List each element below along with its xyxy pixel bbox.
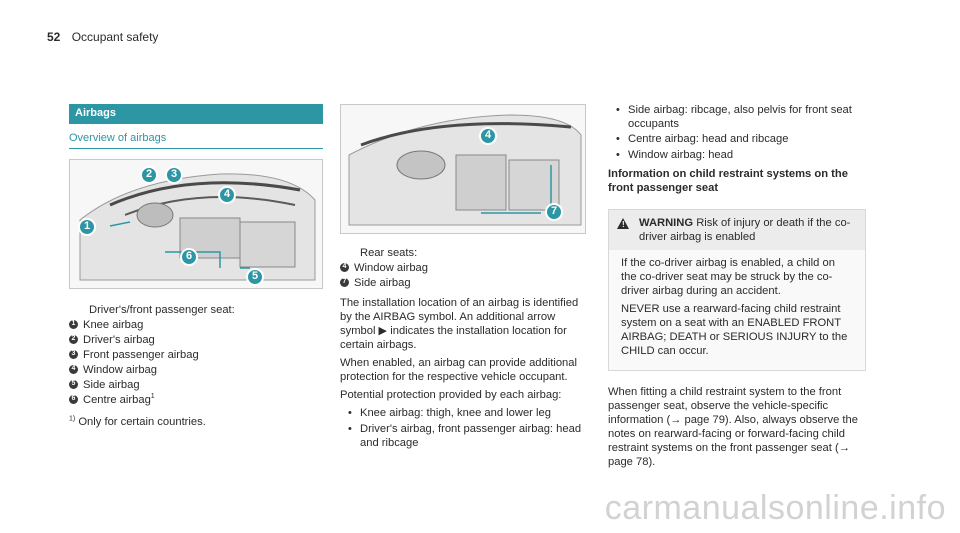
- item-label: Knee airbag: [83, 318, 144, 331]
- left-column: Airbags Overview of airbags 1 2 3 4 5 6 …: [69, 104, 325, 429]
- item-number: 2: [69, 334, 78, 344]
- page-number: 52: [47, 30, 61, 44]
- bullet-text: Driver's airbag, front passenger airbag:…: [360, 422, 582, 449]
- page-header: 52 Occupant safety: [47, 30, 158, 45]
- right-column: Side airbag: ribcage, also pelvis for fr…: [608, 102, 866, 473]
- callout-4: 4: [218, 185, 236, 204]
- callout-6: 6: [180, 247, 198, 266]
- front-intro: Driver's/front passenger seat:: [89, 303, 235, 316]
- list-item: 2 Driver's airbag: [69, 333, 325, 347]
- item-label: Driver's airbag: [83, 333, 155, 346]
- car-interior-illustration: [79, 172, 316, 280]
- rear-intro: Rear seats:: [360, 247, 418, 259]
- callout-2: 2: [140, 165, 158, 184]
- list-item: 7 Side airbag: [340, 276, 586, 290]
- item-label: Front passenger airbag: [83, 348, 199, 361]
- warning-paragraph: NEVER use a rearward-facing child restra…: [621, 302, 848, 357]
- item-number: 7: [340, 278, 349, 287]
- callout-5: 5: [246, 267, 264, 286]
- item-number: 5: [69, 379, 78, 389]
- bullet-item: Window airbag: head: [616, 148, 866, 163]
- bullet-item: Driver's airbag, front passenger airbag:…: [348, 422, 586, 450]
- footnote-ref: 1: [150, 392, 155, 400]
- footnote-text: Only for certain countries.: [78, 415, 206, 428]
- paragraph: When fitting a child restraint system to…: [608, 385, 858, 468]
- section-heading: Information on child restraint systems o…: [608, 167, 848, 194]
- item-number: 6: [69, 394, 78, 404]
- subheading: Overview of airbags: [69, 132, 323, 149]
- paragraph: Potential protection provided by each ai…: [340, 389, 562, 401]
- list-item: 4 Window airbag: [340, 261, 586, 275]
- rear-airbag-figure: 4 7: [340, 104, 586, 234]
- callout-7: 7: [545, 203, 563, 221]
- paragraph: The installation location of an airbag i…: [340, 297, 579, 351]
- item-label: Side airbag: [354, 277, 411, 289]
- warning-body: If the co-driver airbag is enabled, a ch…: [609, 249, 865, 370]
- item-label: Centre airbag: [83, 393, 151, 406]
- list-item: 4 Window airbag: [69, 363, 325, 377]
- warning-box: ! WARNING Risk of injury or death if the…: [608, 208, 866, 371]
- warning-paragraph: If the co-driver airbag is enabled, a ch…: [621, 256, 835, 297]
- item-number: 3: [69, 349, 78, 359]
- warning-label: WARNING: [639, 216, 694, 229]
- section-title: Occupant safety: [71, 30, 159, 44]
- section-banner: Airbags: [69, 104, 323, 124]
- paragraph: When enabled, an airbag can provide addi…: [340, 357, 577, 383]
- front-airbag-list: 1 Knee airbag 2 Driver's airbag 3 Front pas…: [69, 318, 325, 407]
- footnote: 1) Only for certain countries.: [69, 415, 325, 429]
- warning-head-text: Risk of injury or death if the co-driver…: [639, 216, 851, 243]
- footnote-mark: 1): [69, 414, 76, 422]
- list-item: 1 Knee airbag: [69, 318, 325, 332]
- warning-header: ! WARNING Risk of injury or death if the…: [609, 209, 865, 250]
- item-number: 1: [69, 319, 78, 329]
- callout-4: 4: [479, 127, 497, 145]
- item-label: Window airbag: [83, 363, 157, 376]
- bullet-item: Side airbag: ribcage, also pelvis for fr…: [616, 103, 866, 131]
- bullet-text: Knee airbag: thigh, knee and lower leg: [360, 407, 551, 419]
- callout-3: 3: [165, 165, 183, 184]
- bullet-item: Centre airbag: head and ribcage: [616, 132, 866, 147]
- list-item: 3 Front passenger airbag: [69, 348, 325, 362]
- item-number: 4: [340, 263, 349, 272]
- item-number: 4: [69, 364, 78, 374]
- car-rear-illustration: [348, 114, 582, 226]
- warning-icon: !: [617, 217, 629, 229]
- warning-title: WARNING Risk of injury or death if the c…: [639, 216, 857, 244]
- bullet-text: Window airbag: head: [628, 148, 734, 161]
- watermark: carmanualsonline.info: [604, 488, 946, 527]
- list-item: 5 Side airbag: [69, 378, 325, 392]
- item-label: Side airbag: [83, 378, 140, 391]
- front-airbag-figure: 1 2 3 4 5 6: [69, 158, 323, 289]
- bullet-text: Centre airbag: head and ribcage: [628, 133, 789, 145]
- callout-1: 1: [78, 217, 96, 236]
- bullet-text: Side airbag: ribcage, also pelvis for fr…: [628, 104, 852, 130]
- item-label: Window airbag: [354, 262, 428, 274]
- bullet-item: Knee airbag: thigh, knee and lower leg: [348, 406, 586, 421]
